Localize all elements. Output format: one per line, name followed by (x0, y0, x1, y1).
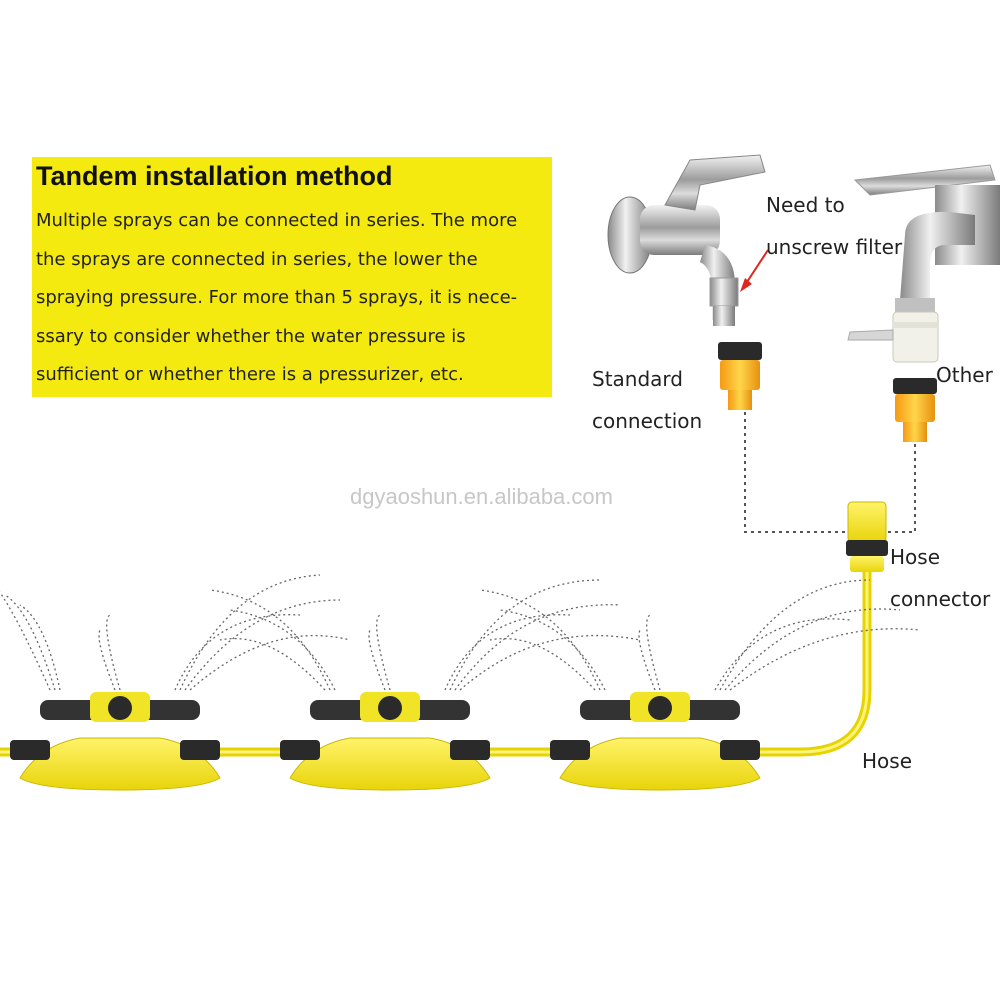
tap-connector-standard (718, 342, 762, 410)
sprinkler-2 (209, 579, 641, 791)
label-hose: Hose (862, 749, 912, 773)
info-box: Tandem installation method Multiple spra… (32, 157, 552, 397)
faucet-standard (607, 154, 766, 326)
watermark: dgyaoshun.en.alibaba.com (350, 484, 613, 509)
sprinkler-3 (479, 579, 921, 791)
label-other: Other (936, 363, 993, 387)
label-hose-connector: Hose connector (890, 545, 991, 611)
label-unscrew-filter: Need to unscrew filter (766, 193, 903, 259)
info-text: Multiple sprays can be connected in seri… (36, 210, 518, 385)
dotted-line-other (884, 444, 916, 533)
info-title: Tandem installation method (36, 161, 393, 191)
dotted-line-standard (744, 412, 848, 533)
arrow-icon (740, 249, 769, 292)
tap-connector-other (893, 378, 937, 442)
sprinkler-1 (0, 574, 351, 791)
faucet-other (847, 164, 1000, 363)
main-hose (0, 572, 872, 757)
main-hose-highlight (0, 572, 869, 754)
hose-connector-part (846, 501, 888, 572)
label-standard-connection: Standard connection (592, 367, 703, 433)
